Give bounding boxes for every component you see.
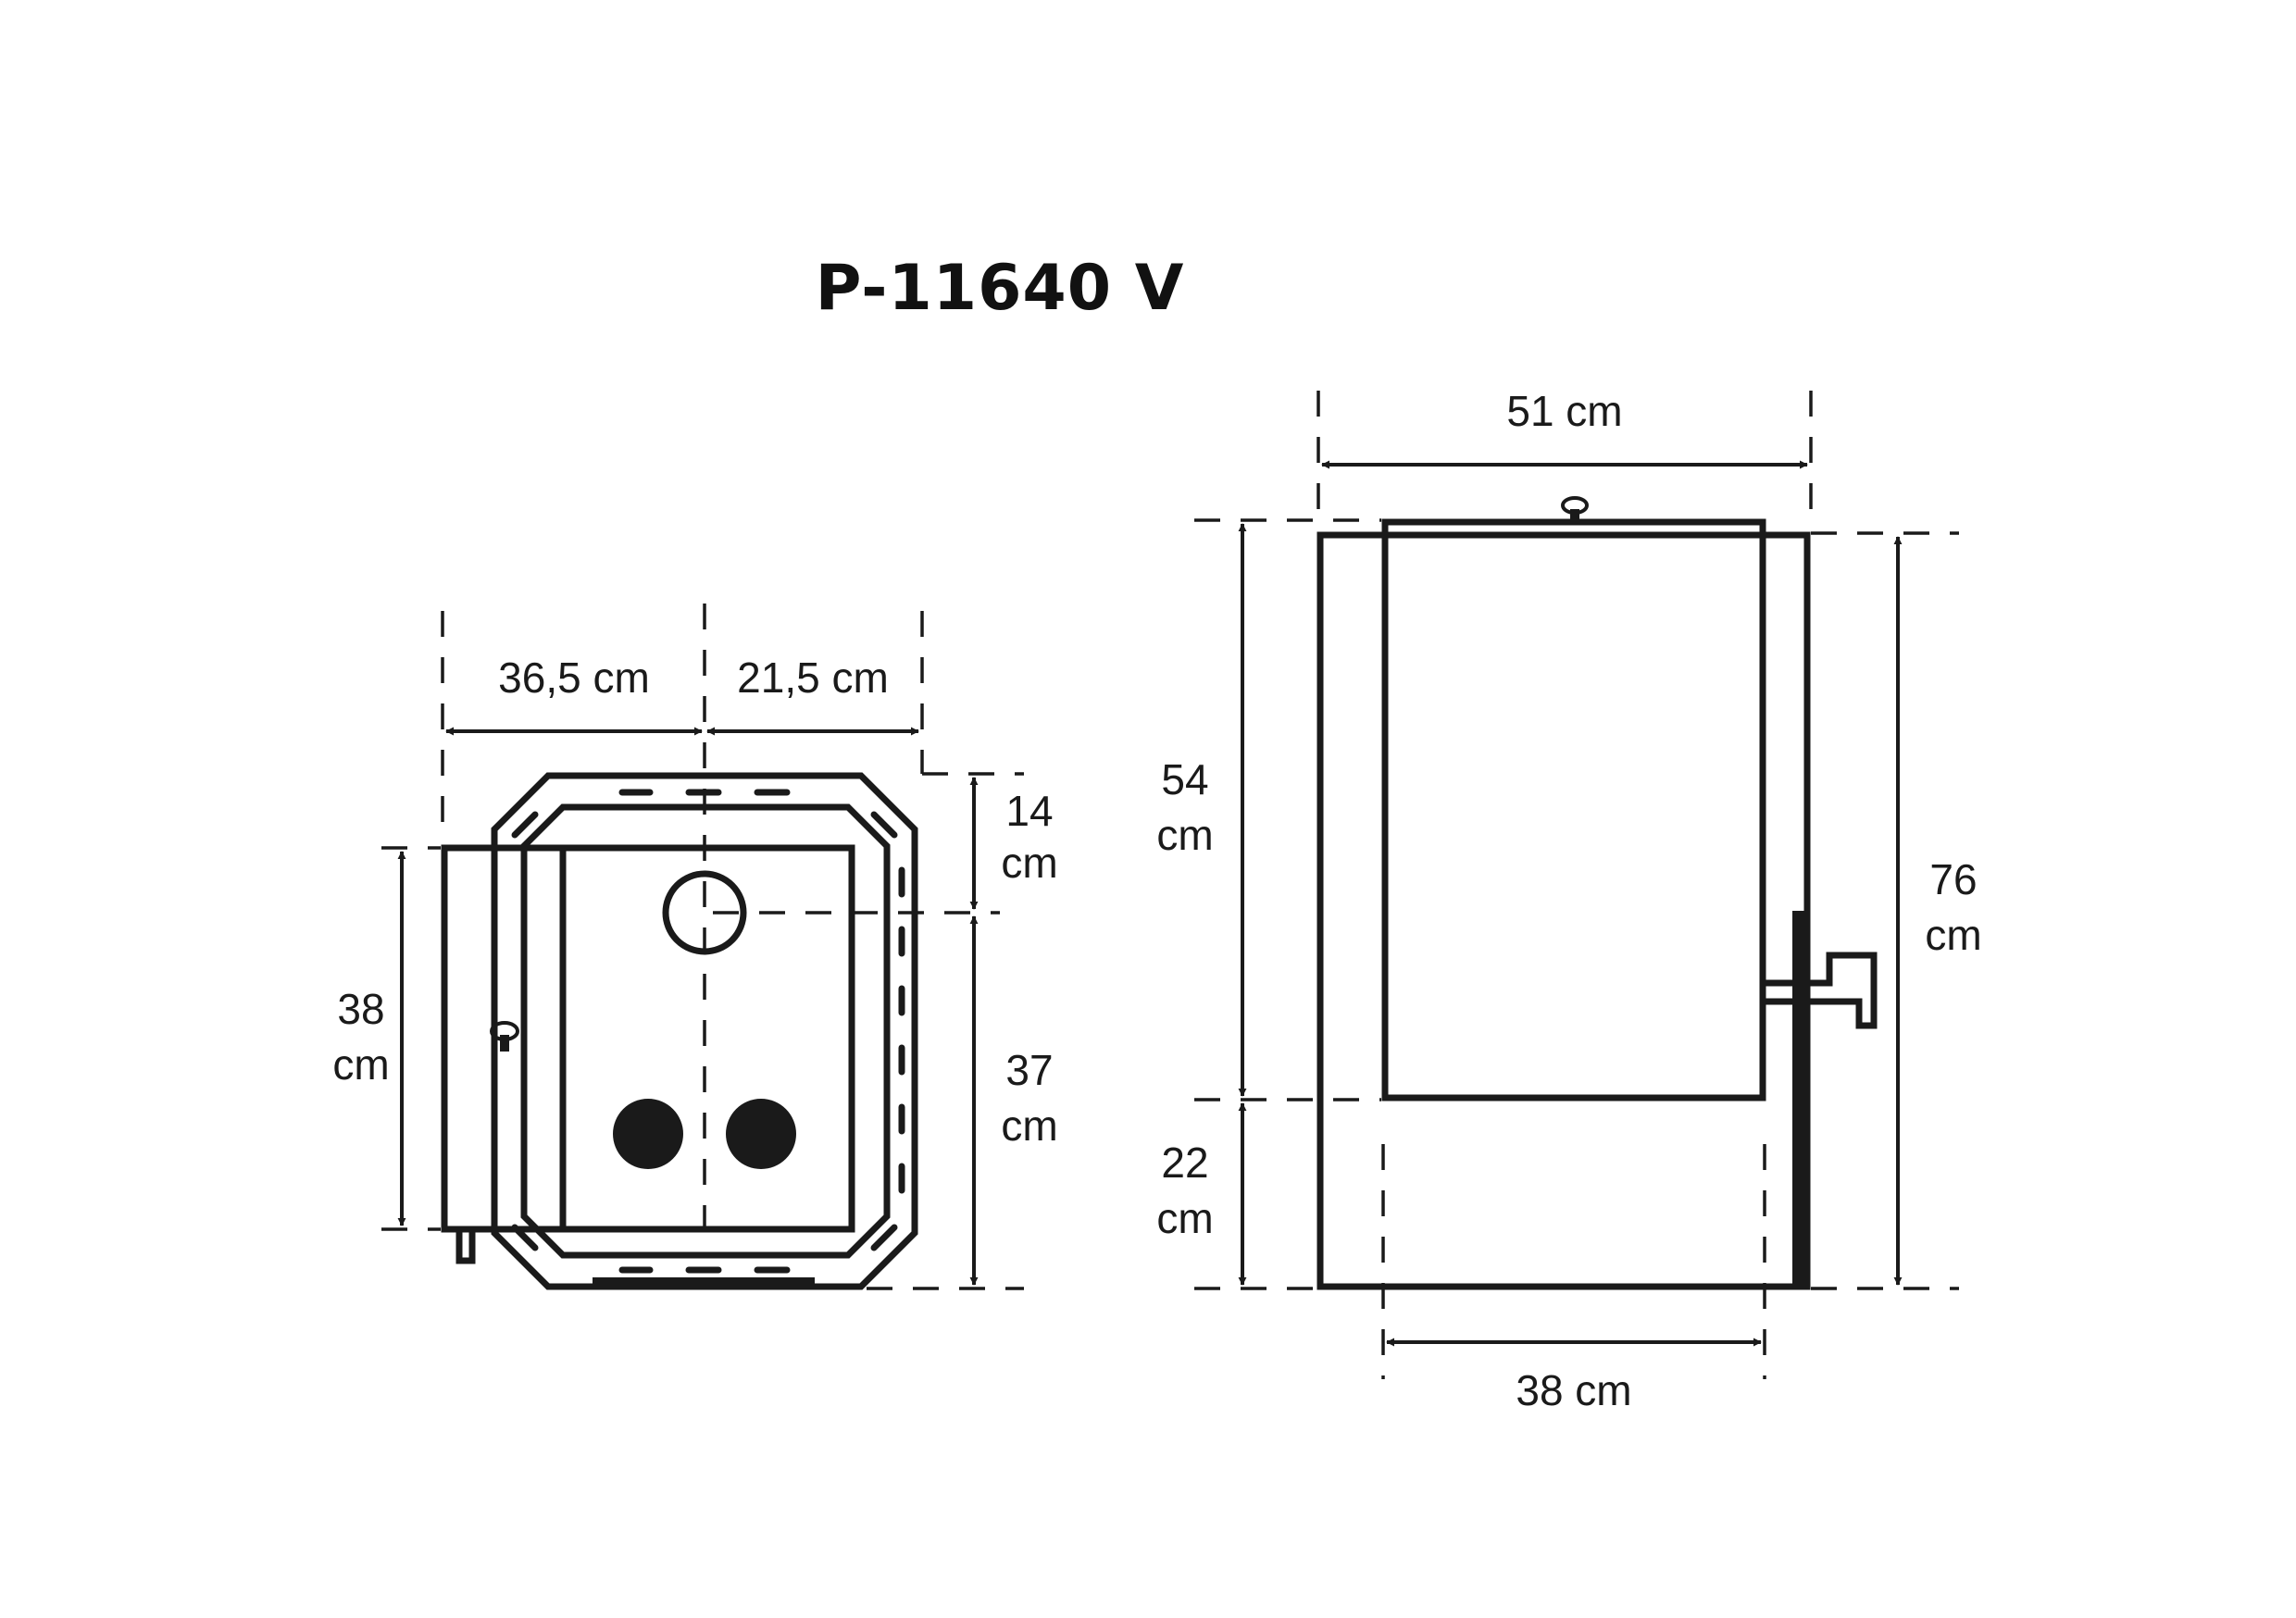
vent-slot: [870, 1224, 898, 1251]
knob: [613, 1099, 683, 1169]
label-door-height-value: 38: [337, 985, 384, 1033]
model-title: P-11640 V: [815, 252, 1185, 325]
vent-slot: [511, 1224, 539, 1251]
label-left-width: 36,5 cm: [498, 653, 650, 702]
side-view: 51 cm 38 cm 54 cm 22 cm 76 cm: [1156, 387, 1981, 1414]
label-lower-height-value: 22: [1161, 1139, 1208, 1187]
label-upper-height-unit: cm: [1156, 811, 1213, 859]
vent-slot: [511, 811, 539, 839]
label-door-height-unit: cm: [332, 1040, 389, 1089]
outer-body: [1316, 531, 1811, 1290]
label-total-width: 51 cm: [1506, 387, 1622, 435]
label-lower-height-value: 37: [1005, 1046, 1053, 1094]
label-lower-height-unit: cm: [1001, 1101, 1057, 1150]
water-tap-icon: [1763, 952, 1878, 1029]
label-upper-height-value: 54: [1161, 755, 1208, 803]
firebox: [559, 844, 855, 1233]
inner-casing: [520, 803, 891, 1259]
label-upper-height-unit: cm: [1001, 839, 1057, 887]
lid-knob-icon: [1561, 496, 1589, 522]
door-handle-icon: [490, 1021, 519, 1052]
bottom-plinth: [593, 1277, 815, 1288]
label-upper-height-value: 14: [1005, 787, 1053, 835]
door-leg: [455, 1226, 476, 1264]
label-total-height-value: 76: [1929, 855, 1977, 903]
rear-plate: [1792, 911, 1807, 1287]
knob: [726, 1099, 796, 1169]
vent-slot: [870, 811, 898, 839]
label-lower-height-unit: cm: [1156, 1194, 1213, 1242]
label-total-height-unit: cm: [1925, 911, 1981, 959]
top-view: 36,5 cm 21,5 cm 14 cm 37 cm 38 cm: [332, 604, 1058, 1290]
label-right-width: 21,5 cm: [737, 653, 889, 702]
label-bottom-width: 38 cm: [1516, 1366, 1631, 1414]
upper-compartment: [1381, 518, 1766, 1101]
outer-casing: [491, 772, 918, 1290]
